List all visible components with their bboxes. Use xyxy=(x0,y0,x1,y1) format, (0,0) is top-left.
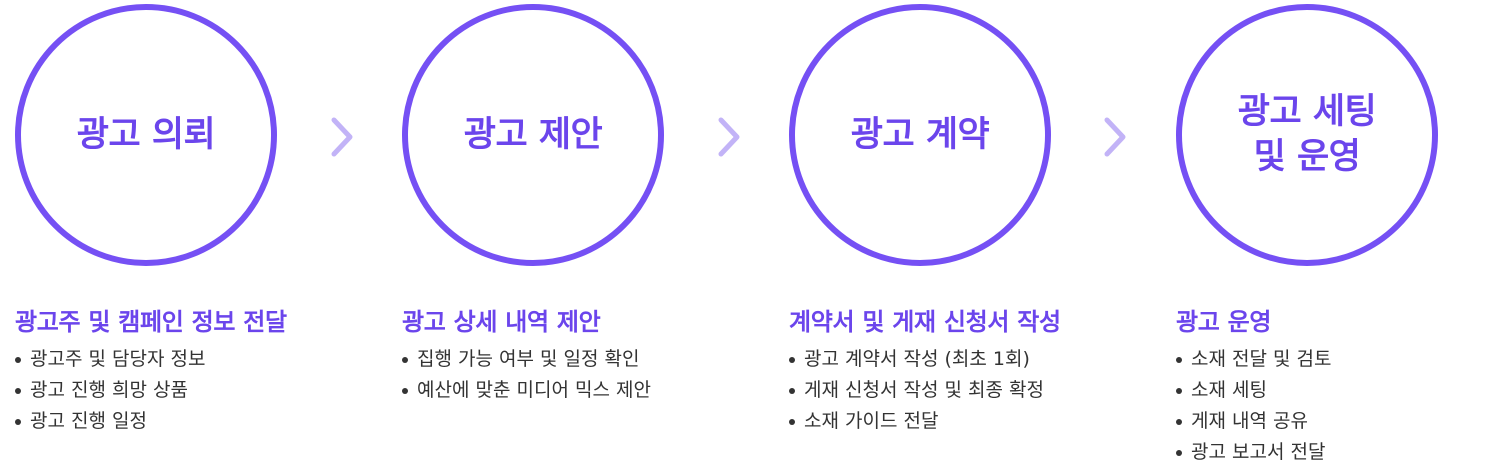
list-item: 예산에 맞춘 미디어 믹스 제안 xyxy=(402,375,651,406)
list-item-text: 소재 가이드 전달 xyxy=(804,410,939,432)
list-item: 광고 진행 일정 xyxy=(15,406,205,437)
step-bullet-list: 소재 전달 및 검토 소재 세팅 게재 내역 공유 광고 보고서 전달 xyxy=(1176,344,1331,468)
bullet-dot-icon xyxy=(402,356,408,363)
bullet-dot-icon xyxy=(789,418,795,425)
list-item: 소재 세팅 xyxy=(1176,375,1331,406)
list-item: 광고 진행 희망 상품 xyxy=(15,375,205,406)
step-circle: 광고 제안 xyxy=(402,4,664,266)
bullet-dot-icon xyxy=(789,387,795,394)
step-heading: 광고주 및 캠페인 정보 전달 xyxy=(15,308,287,336)
process-step-operation: 광고 세팅 및 운영 광고 운영 소재 전달 및 검토 소재 세팅 게재 내역 … xyxy=(1176,0,1502,476)
bullet-dot-icon xyxy=(1176,356,1182,363)
chevron-right-icon xyxy=(331,117,353,157)
process-step-contract: 광고 계약 계약서 및 게재 신청서 작성 광고 계약서 작성 (최초 1회) … xyxy=(789,0,1119,476)
step-circle: 광고 계약 xyxy=(789,4,1051,266)
list-item: 광고 계약서 작성 (최초 1회) xyxy=(789,344,1044,375)
list-item-text: 광고 진행 희망 상품 xyxy=(30,379,188,401)
step-heading: 계약서 및 게재 신청서 작성 xyxy=(789,308,1061,336)
bullet-dot-icon xyxy=(1176,418,1182,425)
step-bullet-list: 광고 계약서 작성 (최초 1회) 게재 신청서 작성 및 최종 확정 소재 가… xyxy=(789,344,1044,437)
list-item: 소재 전달 및 검토 xyxy=(1176,344,1331,375)
bullet-dot-icon xyxy=(15,356,21,363)
process-step-proposal: 광고 제안 광고 상세 내역 제안 집행 가능 여부 및 일정 확인 예산에 맞… xyxy=(402,0,732,476)
list-item-text: 소재 세팅 xyxy=(1191,379,1267,401)
list-item-text: 게재 내역 공유 xyxy=(1191,410,1308,432)
list-item: 게재 신청서 작성 및 최종 확정 xyxy=(789,375,1044,406)
step-circle-title: 광고 세팅 및 운영 xyxy=(1237,92,1377,177)
bullet-dot-icon xyxy=(1176,387,1182,394)
step-bullet-list: 집행 가능 여부 및 일정 확인 예산에 맞춘 미디어 믹스 제안 xyxy=(402,344,651,406)
step-circle-title: 광고 의뢰 xyxy=(76,114,216,155)
list-item-text: 광고 진행 일정 xyxy=(30,410,147,432)
list-item-text: 예산에 맞춘 미디어 믹스 제안 xyxy=(417,379,651,401)
bullet-dot-icon xyxy=(789,356,795,363)
list-item: 집행 가능 여부 및 일정 확인 xyxy=(402,344,651,375)
bullet-dot-icon xyxy=(402,387,408,394)
list-item: 광고 보고서 전달 xyxy=(1176,437,1331,468)
list-item-text: 소재 전달 및 검토 xyxy=(1191,348,1332,370)
step-bullet-list: 광고주 및 담당자 정보 광고 진행 희망 상품 광고 진행 일정 xyxy=(15,344,205,437)
step-circle: 광고 세팅 및 운영 xyxy=(1176,4,1438,266)
list-item-text: 광고 계약서 작성 (최초 1회) xyxy=(804,348,1030,370)
step-heading: 광고 상세 내역 제안 xyxy=(402,308,601,336)
chevron-right-icon xyxy=(718,117,740,157)
list-item-text: 광고 보고서 전달 xyxy=(1191,441,1326,463)
step-circle-title: 광고 제안 xyxy=(463,114,603,155)
list-item: 소재 가이드 전달 xyxy=(789,406,1044,437)
list-item-text: 게재 신청서 작성 및 최종 확정 xyxy=(804,379,1044,401)
list-item: 게재 내역 공유 xyxy=(1176,406,1331,437)
chevron-right-icon xyxy=(1104,117,1126,157)
bullet-dot-icon xyxy=(15,418,21,425)
step-circle-title: 광고 계약 xyxy=(850,114,990,155)
list-item: 광고주 및 담당자 정보 xyxy=(15,344,205,375)
step-heading: 광고 운영 xyxy=(1176,308,1272,336)
list-item-text: 집행 가능 여부 및 일정 확인 xyxy=(417,348,640,370)
bullet-dot-icon xyxy=(15,387,21,394)
list-item-text: 광고주 및 담당자 정보 xyxy=(30,348,206,370)
bullet-dot-icon xyxy=(1176,449,1182,456)
step-circle: 광고 의뢰 xyxy=(15,4,277,266)
process-step-request: 광고 의뢰 광고주 및 캠페인 정보 전달 광고주 및 담당자 정보 광고 진행… xyxy=(15,0,345,476)
